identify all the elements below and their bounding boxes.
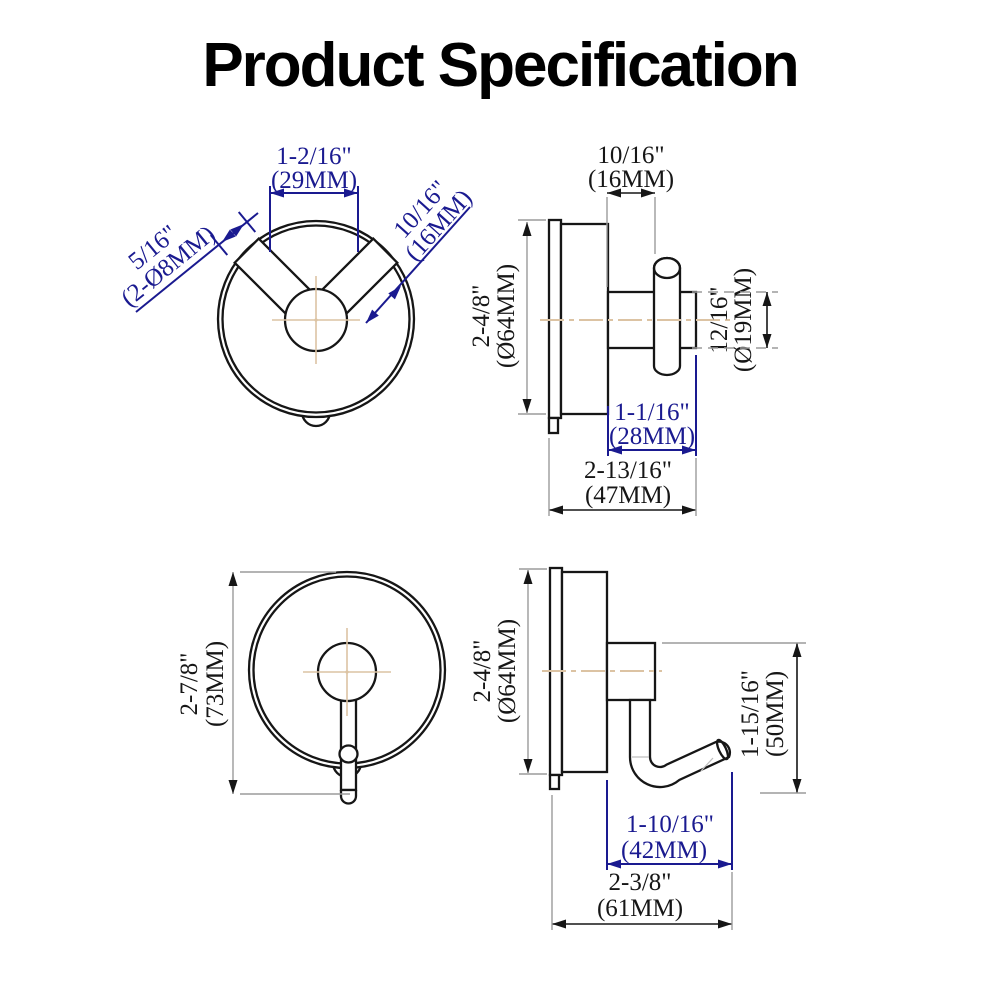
hook-tip-front [338, 744, 359, 764]
peg-top-face [652, 256, 682, 280]
dim-overall-height: 2-7/8" (73MM) [176, 571, 350, 795]
dim-rosette-diameter: 2-4/8" (Ø64MM) [468, 219, 546, 415]
dim-total-depth: 2-3/8" (61MM) [551, 795, 733, 930]
dim-hook-drop: 1-15/16" (50MM) [662, 642, 806, 794]
dim-v1-width-inch: 1-2/16" [276, 143, 351, 170]
front-view-double-hook: 1-2/16" (29MM) 5/16" (2-Ø8MM) [116, 143, 478, 428]
dim-rosette-diameter: 2-4/8" (Ø64MM) [469, 568, 547, 775]
dim-v4-proj-mm: (42MM) [621, 837, 707, 864]
dim-v2-proj-mm: (28MM) [609, 423, 695, 450]
dim-v2-offset-mm: (16MM) [588, 166, 674, 193]
center-crosshair [303, 628, 391, 716]
dim-v2-dia-mm: (Ø64MM) [493, 264, 520, 368]
dim-v2-depth-inch: 2-13/16" [584, 457, 672, 484]
dim-peg-offset: 10/16" (16MM) [588, 142, 674, 287]
hook-stem-cap [339, 790, 358, 805]
wall-plate-tab [548, 773, 561, 791]
dim-v3-height-mm: (73MM) [202, 641, 229, 727]
dim-v2-proj-inch: 1-1/16" [614, 399, 689, 426]
rosette-inner-circle [221, 224, 411, 414]
page-title: Product Specification [202, 31, 799, 100]
dim-v2-arm-dia-mm: (Ø19MM) [730, 268, 757, 372]
j-hook [628, 698, 732, 789]
dim-v2-depth-mm: (47MM) [585, 482, 671, 509]
dim-v2-arm-dia-inch: 12/16" [706, 286, 733, 353]
dim-v3-height-inch: 2-7/8" [176, 653, 203, 716]
side-view-peg-hook: 10/16" (16MM) 2-4/8" (Ø64MM) 12/16 [468, 142, 778, 516]
dim-v4-drop-mm: (50MM) [762, 671, 789, 757]
dim-v4-depth-mm: (61MM) [597, 895, 683, 922]
dim-v2-offset-inch: 10/16" [597, 142, 664, 169]
dim-v4-dia-mm: (Ø64MM) [494, 619, 521, 723]
dim-v4-proj-inch: 1-10/16" [626, 811, 714, 838]
tangent-break [700, 757, 714, 772]
dim-v2-dia-inch: 2-4/8" [468, 285, 495, 348]
dim-v4-drop-inch: 1-15/16" [737, 670, 764, 758]
front-view-single-hook: 2-7/8" (73MM) [176, 570, 447, 805]
center-crosshair [272, 276, 360, 364]
dim-v1-width-mm: (29MM) [271, 167, 357, 194]
j-hook-tip-face [715, 738, 730, 761]
dim-prong-span: 1-2/16" (29MM) [269, 143, 359, 252]
dim-projection-inner: 1-1/16" (28MM) [607, 355, 697, 456]
wall-plate-tab [547, 416, 560, 435]
side-view-single-hook: 2-4/8" (Ø64MM) 1-15/16" (50MM) 1-1 [469, 566, 806, 930]
hook-stem [339, 688, 358, 792]
dim-total-depth: 2-13/16" (47MM) [548, 438, 697, 516]
dim-projection-inner: 1-10/16" (42MM) [606, 772, 733, 870]
dim-arm-diameter: 12/16" (Ø19MM) [692, 268, 778, 372]
dim-v4-dia-inch: 2-4/8" [469, 640, 496, 703]
dim-v4-depth-inch: 2-3/8" [609, 869, 672, 896]
